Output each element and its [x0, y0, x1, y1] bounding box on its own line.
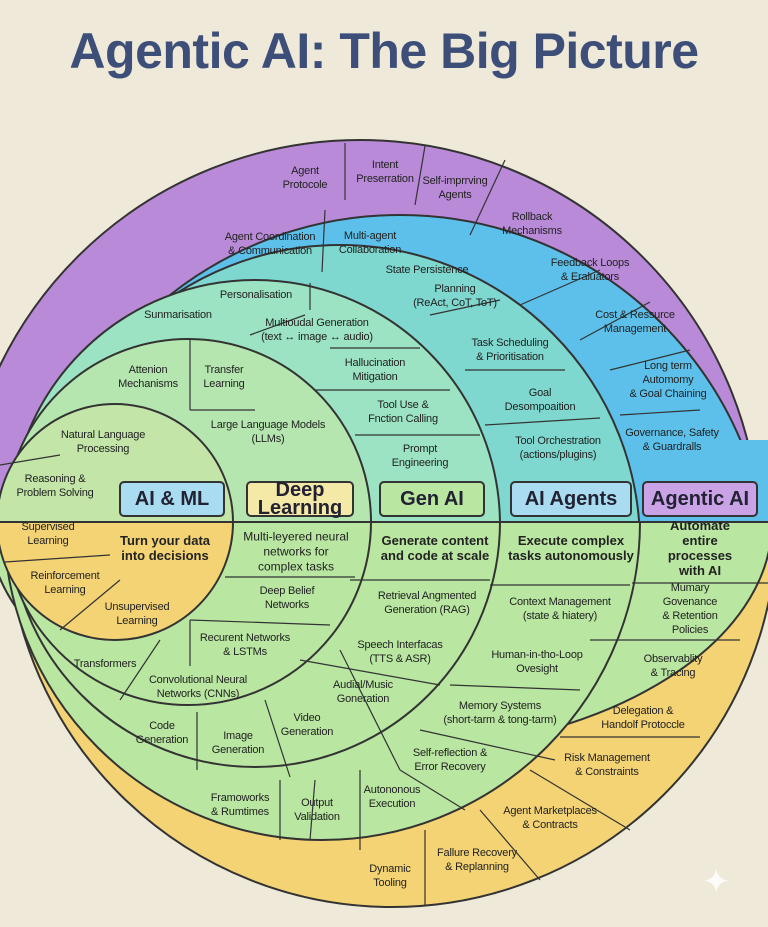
label-self-reflection: Self-reflection & Error Recovery: [412, 747, 488, 773]
label-transformers: Transformers: [73, 658, 137, 670]
ai-ml-circle-bottom: [0, 522, 234, 641]
label-memory-governance: Mumary Govenance & Retention Policies: [662, 582, 718, 636]
label-attention-mechanisms: Attenion Mechanisms: [118, 364, 178, 390]
desc-gen-ai: Generate content and code at scale: [380, 533, 490, 563]
band-deep-learning: Deep Learning: [246, 480, 354, 518]
label-supervised-learning: Supervised Learning: [21, 521, 75, 547]
band-ai-agents: AI Agents: [510, 481, 632, 517]
label-multimodal-generation: Multioudal Generation (text ↔ image ↔ au…: [261, 317, 373, 343]
label-context-management: Context Management (state & hiatery): [509, 596, 611, 622]
label-task-scheduling: Task Scheduling & Prioritisation: [471, 337, 549, 363]
label-failure-recovery: Fallure Recovery & Replanning: [437, 847, 517, 873]
label-unsupervised-learning: Unsupervised Learning: [104, 601, 170, 627]
desc-ai-agents: Execute complex tasks autonomously: [508, 533, 634, 563]
label-agent-marketplaces: Agent Marketplaces & Contracts: [503, 805, 597, 831]
band-gen-ai: Gen AI: [379, 481, 485, 517]
label-output-validation: Output Validation: [294, 797, 340, 823]
label-reinforcement-learning: Reinforcement Learning: [30, 570, 100, 596]
label-state-persistence: State Persistence: [385, 264, 469, 276]
label-multi-agent-collaboration: Multi-agent Collaboration: [338, 230, 402, 256]
label-audio-music-generation: Audial/Music Goneration: [333, 679, 393, 705]
label-speech-interfaces: Speech Interfacas (TTS & ASR): [357, 639, 443, 665]
label-nlp: Natural Language Processing: [60, 429, 146, 455]
label-rag: Retrieval Angmented Generation (RAG): [377, 590, 477, 616]
label-reasoning: Reasoning & Problem Solving: [16, 473, 94, 499]
label-deep-belief-networks: Deep Belief Networks: [259, 585, 315, 611]
label-dynamic-tooling: Dynamic Tooling: [369, 863, 411, 889]
label-transfer-learning: Transfer Learning: [203, 364, 245, 390]
label-memory-systems: Memory Systems (short-tarm & tong-tarm): [443, 700, 557, 726]
desc-deep-learning: Multi-leyered neural networks for comple…: [243, 529, 349, 574]
page-title: Agentic AI: The Big Picture: [69, 23, 699, 79]
label-self-improving-agents: Self-imprrving Agents: [422, 175, 488, 201]
label-prompt-engineering: Prompt Engineering: [391, 443, 449, 469]
label-feedback-loops: Feedback Loops & Eraluators: [550, 257, 630, 283]
label-personalisation: Personalisation: [219, 289, 293, 301]
label-cost-resource: Cost & Ressurce Management: [595, 309, 675, 335]
label-tool-use: Tool Use & Fnction Calling: [368, 399, 438, 425]
band-ai-ml: AI & ML: [119, 481, 225, 517]
label-observability: Observablity & Tracing: [643, 653, 703, 679]
segment-dividers: [0, 143, 768, 905]
label-rollback-mechanisms: Rollback Mechanisms: [502, 211, 562, 237]
label-risk-management: Risk Management & Constraints: [564, 752, 650, 778]
label-intent-preservation: Intent Preserration: [356, 159, 414, 185]
label-recurrent-networks: Recurent Networks & LSTMs: [199, 632, 291, 658]
label-agent-coordination: Agent Coordination & Communication: [224, 231, 316, 257]
label-tool-orchestration: Tool Orchestration (actions/plugins): [515, 435, 601, 461]
desc-ai-ml: Turn your data into decisions: [119, 533, 211, 563]
label-autonomous-execution: Autononous Execution: [363, 784, 421, 810]
label-frameworks: Framoworks & Rumtimes: [210, 792, 270, 818]
label-agent-protocol: Agent Protocole: [282, 165, 328, 191]
label-cnns: Convolutional Neural Networks (CNNs): [148, 674, 248, 700]
band-agentic-ai: Agentic AI: [642, 481, 758, 517]
label-summarisation: Sunmarisation: [144, 309, 212, 321]
label-planning: Planning (ReAct, CoT, ToT): [413, 283, 497, 309]
label-image-generation: Image Generation: [211, 730, 265, 756]
desc-agentic-ai: Automate entire processes with AI: [667, 518, 733, 578]
label-hallucination-mitigation: Hallucination Mitigation: [344, 357, 406, 383]
label-code-generation: Code Generation: [135, 720, 189, 746]
label-governance-safety: Governance, Safety & Guardralls: [625, 427, 719, 453]
label-llms: Large Language Models (LLMs): [210, 419, 326, 445]
sparkle-icon: ✦: [702, 863, 731, 901]
label-long-term-autonomy: Long term Automomy & Goal Chaining: [629, 360, 707, 400]
label-delegation: Delegation & Handolf Protoccle: [601, 705, 685, 731]
label-video-generation: Video Generation: [280, 712, 334, 738]
label-goal-decomposition: Goal Desompoaition: [504, 387, 576, 413]
label-human-in-the-loop: Human-in-tho-Loop Ovesight: [491, 649, 583, 675]
